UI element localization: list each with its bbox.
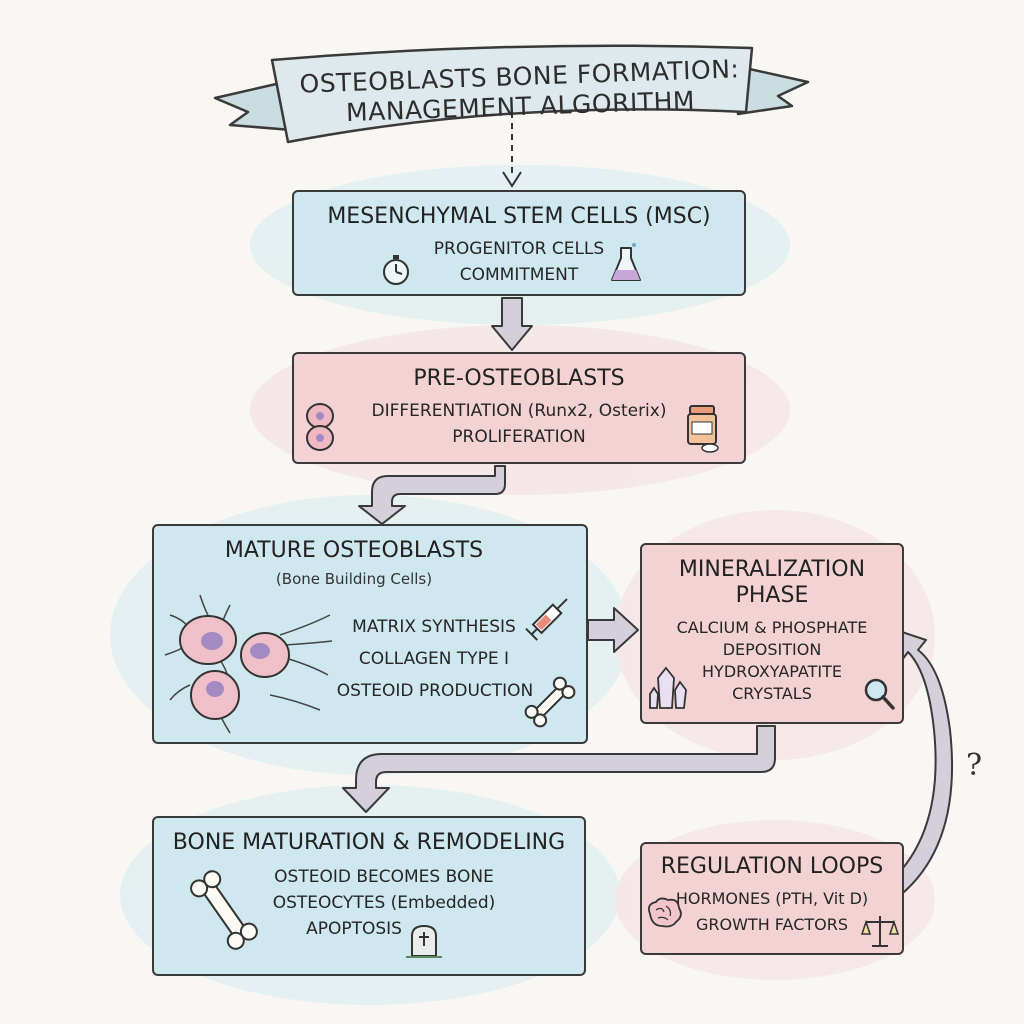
node-mature-osteoblasts-line: OSTEOID PRODUCTION xyxy=(336,681,534,701)
node-mature-osteoblasts-line: MATRIX SYNTHESIS xyxy=(352,617,516,637)
stopwatch-icon xyxy=(383,255,409,285)
scales-icon xyxy=(860,916,900,947)
node-mineralization-line: CALCIUM & PHOSPHATE xyxy=(676,618,868,637)
node-bone-maturation-line: OSTEOID BECOMES BONE xyxy=(274,867,494,887)
node-mature-osteoblasts-line: COLLAGEN TYPE I xyxy=(358,649,510,669)
syringe-icon xyxy=(525,598,568,641)
magnifier-icon xyxy=(864,678,895,710)
node-mineralization-line: CRYSTALS xyxy=(732,684,812,703)
arrow-msc-to-pre xyxy=(491,297,533,351)
node-regulation-loops: REGULATION LOOPS HORMONES (PTH, Vit D) G… xyxy=(640,842,904,955)
arrow-mineral-to-bone xyxy=(342,725,776,813)
node-regulation-loops-title: REGULATION LOOPS xyxy=(660,854,884,879)
node-mineralization-title: PHASE xyxy=(735,583,809,608)
osteoblast-cells-icon xyxy=(164,594,333,734)
node-mature-osteoblasts-subtitle: (Bone Building Cells) xyxy=(275,570,433,588)
arrow-mature-to-mineral xyxy=(587,607,639,653)
node-pre-osteoblasts: PRE-OSTEOBLASTS DIFFERENTIATION (Runx2, … xyxy=(292,352,746,464)
brain-icon xyxy=(647,897,682,928)
tombstone-icon xyxy=(406,924,442,958)
arrow-title-to-msc-head xyxy=(502,171,522,188)
node-mineralization-line: HYDROXYAPATITE xyxy=(702,662,842,681)
node-msc-line: COMMITMENT xyxy=(459,265,579,285)
arrow-pre-to-mature xyxy=(358,465,506,525)
node-mature-osteoblasts-title: MATURE OSTEOBLASTS xyxy=(224,538,484,563)
flask-icon xyxy=(611,243,641,281)
node-bone-maturation-line: OSTEOCYTES (Embedded) xyxy=(272,893,496,913)
node-regulation-loops-line: HORMONES (PTH, Vit D) xyxy=(675,889,869,908)
node-mineralization-line: DEPOSITION xyxy=(722,640,822,659)
node-pre-osteoblasts-line: PROLIFERATION xyxy=(452,427,586,447)
node-msc-title: MESENCHYMAL STEM CELLS (MSC) xyxy=(327,204,711,229)
crystals-icon xyxy=(649,666,687,709)
node-bone-maturation: BONE MATURATION & REMODELING OSTEOID BEC… xyxy=(152,816,586,976)
node-mineralization-title: MINERALIZATION xyxy=(678,557,866,582)
node-msc: MESENCHYMAL STEM CELLS (MSC) PROGENITOR … xyxy=(292,190,746,296)
node-pre-osteoblasts-line: DIFFERENTIATION (Runx2, Osterix) xyxy=(371,401,667,421)
node-bone-maturation-title: BONE MATURATION & REMODELING xyxy=(172,830,566,855)
dividing-cell-icon xyxy=(306,403,334,451)
node-msc-line: PROGENITOR CELLS xyxy=(433,239,605,259)
node-pre-osteoblasts-title: PRE-OSTEOBLASTS xyxy=(413,366,625,391)
node-bone-maturation-line: APOPTOSIS xyxy=(306,919,402,939)
title-ribbon xyxy=(213,44,810,144)
pill-bottle-icon xyxy=(687,405,719,453)
edge-label-question: ? xyxy=(966,748,983,783)
bone-icon xyxy=(190,870,258,950)
bone-icon xyxy=(524,676,576,728)
node-regulation-loops-line: GROWTH FACTORS xyxy=(695,915,849,934)
